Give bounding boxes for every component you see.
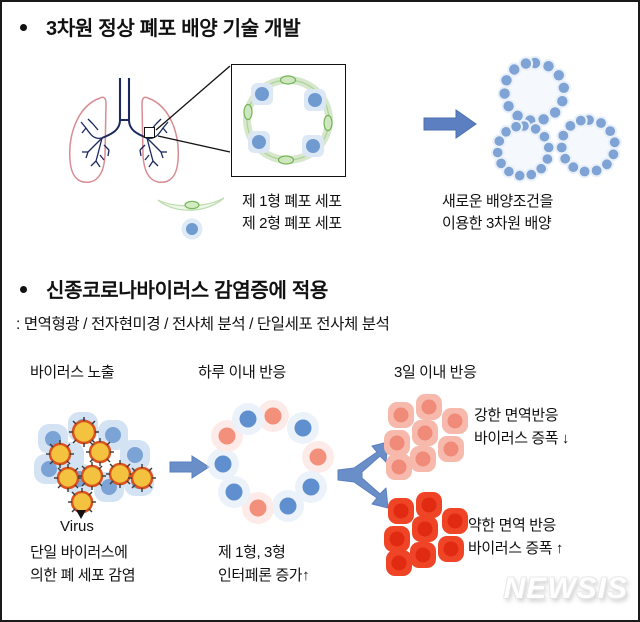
section2-title: 신종코로나바이러스 감염증에 적용	[46, 280, 329, 302]
strong-response-cluster	[384, 394, 476, 480]
leader-lines	[152, 64, 242, 154]
virus-exposure-cluster	[24, 402, 189, 520]
type2-cells	[248, 83, 326, 157]
lung-diagram	[38, 60, 218, 195]
leader-line-upper	[155, 65, 231, 131]
bronchus-left	[101, 119, 121, 139]
bronchial-tree-left	[80, 118, 110, 168]
transition-arrow-2	[168, 454, 212, 480]
interferon-caption-line1: 제 1형, 3형	[218, 544, 286, 561]
legend-type1-label: 제 1형 폐포 세포	[242, 193, 342, 210]
weak-response-cluster	[384, 492, 476, 576]
virus-pointer	[76, 510, 86, 519]
mixed-response-ring	[207, 400, 338, 524]
legend-icons	[154, 192, 230, 240]
alveolus-inset	[231, 64, 346, 177]
section2-bullet	[20, 286, 27, 293]
red-cells	[384, 492, 468, 576]
organoid-caption-line1: 새로운 배양조건을	[442, 193, 553, 210]
organoid-cluster	[490, 54, 630, 183]
branching-arrow	[332, 440, 392, 510]
lung-zoom-marker	[144, 127, 155, 138]
organoid-ring-2	[490, 119, 556, 183]
section1-title: 3차원 정상 폐포 배양 기술 개발	[46, 18, 301, 40]
transition-arrow-1	[422, 107, 480, 141]
organoid-ring-1	[497, 55, 572, 128]
type2-cell-icon	[181, 218, 203, 240]
organoid-ring-3	[554, 113, 622, 179]
organoid-caption-line2: 이용한 3차원 배양	[442, 215, 552, 232]
pink-cells	[384, 394, 468, 480]
ring-cell-nuclei	[214, 407, 327, 517]
column-header-exposure: 바이러스 노출	[30, 364, 115, 381]
strong-response-label-line2: 바이러스 증폭 ↓	[474, 430, 570, 447]
alveolus-ring	[243, 75, 333, 165]
section2-subtitle: : 면역형광 / 전자현미경 / 전사체 분석 / 단일세포 전사체 분석	[16, 316, 390, 333]
leader-line-lower	[157, 135, 231, 153]
infection-caption-line2: 의한 폐 세포 감염	[30, 567, 136, 584]
column-header-one-day: 하루 이내 반응	[198, 364, 286, 381]
interferon-caption-line2: 인터페론 증가↑	[218, 567, 310, 584]
legend-type2-label: 제 2형 폐포 세포	[242, 215, 342, 232]
weak-response-label-line1: 약한 면역 반응	[468, 517, 556, 534]
virus-label: Virus	[60, 518, 94, 535]
type1-nuclei	[243, 75, 333, 165]
virus-particles	[46, 417, 156, 516]
infection-caption-line1: 단일 바이러스에	[30, 544, 128, 561]
lung-left-outline	[69, 96, 107, 184]
column-header-three-days: 3일 이내 반응	[394, 364, 477, 381]
section1-bullet	[20, 24, 27, 31]
newsis-watermark: NEWSIS	[503, 572, 628, 605]
type1-cell-icon	[157, 197, 225, 211]
weak-response-label-line2: 바이러스 증폭 ↑	[468, 540, 564, 557]
lung-right-outline	[141, 96, 179, 184]
strong-response-label-line1: 강한 면역반응	[474, 407, 559, 424]
